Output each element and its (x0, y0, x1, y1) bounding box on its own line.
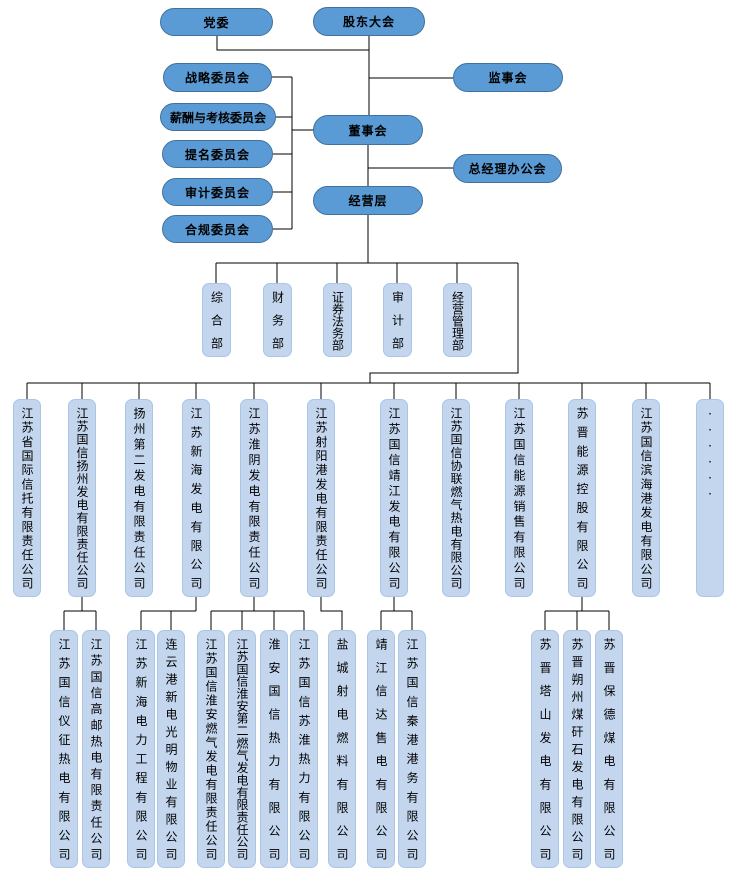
node-party-committee: 党委 (160, 8, 273, 36)
node-label: 江苏国信淮安第二燃气发电有限责任公司 (235, 638, 249, 860)
node-dept-operations-mgmt: 经营管理部 (443, 283, 472, 357)
node-committee-remuneration: 薪酬与考核委员会 (160, 103, 276, 131)
node-sub-subsidiary: 江苏国信高邮热电有限责任公司 (82, 630, 110, 868)
node-subsidiary: 江苏国信靖江发电有限公司 (380, 399, 408, 597)
node-label: 江苏国信滨海港发电有限公司 (639, 407, 653, 589)
node-subsidiary: 江苏国信滨海港发电有限公司 (632, 399, 660, 597)
node-label: 淮安国信热力有限公司 (267, 638, 281, 860)
node-label: 苏晋保德煤电有限公司 (602, 638, 616, 860)
node-label: 江苏省国际信托有限责任公司 (20, 407, 34, 589)
node-committee-strategy: 战略委员会 (163, 63, 272, 92)
node-label: 江苏新海电力工程有限公司 (134, 638, 148, 860)
node-subsidiary: 扬州第二发电有限责任公司 (125, 399, 153, 597)
node-sub-subsidiary: 江苏国信秦港港务有限公司 (398, 630, 426, 868)
node-label: 江苏国信扬州发电有限责任公司 (75, 407, 89, 589)
node-sub-subsidiary: 江苏新海电力工程有限公司 (127, 630, 155, 868)
node-supervisory-board: 监事会 (453, 63, 563, 92)
node-label: 连云港新电光明物业有限公司 (164, 638, 178, 860)
node-label: 盐城射电燃料有限公司 (335, 638, 349, 860)
node-dept-audit: 审计部 (383, 283, 412, 357)
node-shareholders-meeting: 股东大会 (313, 7, 425, 36)
node-management-level: 经营层 (313, 186, 423, 215)
node-label: 财务部 (270, 291, 285, 349)
node-label: 江苏淮阴发电有限责任公司 (247, 407, 261, 589)
node-subsidiary: 江苏国信扬州发电有限责任公司 (68, 399, 96, 597)
node-sub-subsidiary: 苏晋保德煤电有限公司 (595, 630, 623, 868)
node-sub-subsidiary: 盐城射电燃料有限公司 (328, 630, 356, 868)
node-sub-subsidiary: 江苏国信苏淮热力有限公司 (290, 630, 318, 868)
node-committee-nomination: 提名委员会 (162, 140, 273, 168)
node-label: 江苏国信协联燃气热电有限公司 (449, 407, 463, 589)
node-subsidiary: 江苏淮阴发电有限责任公司 (240, 399, 268, 597)
node-sub-subsidiary: 江苏国信淮安燃气发电有限责任公司 (197, 630, 225, 868)
node-label: 江苏国信苏淮热力有限公司 (297, 638, 311, 860)
node-committee-audit: 审计委员会 (162, 178, 273, 206)
node-label: 江苏国信淮安燃气发电有限责任公司 (204, 638, 218, 860)
node-label: 江苏国信靖江发电有限公司 (387, 407, 401, 589)
node-sub-subsidiary: 连云港新电光明物业有限公司 (157, 630, 185, 868)
node-label: 江苏国信仪征热电有限公司 (57, 638, 71, 860)
node-committee-compliance: 合规委员会 (162, 215, 273, 243)
node-dept-securities-legal: 证券法务部 (323, 283, 352, 357)
node-label: ······ (703, 407, 717, 503)
node-subsidiary: 江苏射阳港发电有限责任公司 (307, 399, 335, 597)
node-subsidiary: 苏晋能源控股有限公司 (568, 399, 596, 597)
node-subsidiary: 江苏省国际信托有限责任公司 (13, 399, 41, 597)
node-subsidiary: 江苏新海发电有限公司 (182, 399, 210, 597)
node-label: 江苏射阳港发电有限责任公司 (314, 407, 328, 589)
node-board-of-directors: 董事会 (313, 115, 423, 145)
node-label: 江苏国信高邮热电有限责任公司 (89, 638, 103, 860)
node-sub-subsidiary: 江苏国信仪征热电有限公司 (50, 630, 78, 868)
node-label: 扬州第二发电有限责任公司 (132, 407, 146, 589)
node-sub-subsidiary: 苏晋塔山发电有限公司 (531, 630, 559, 868)
node-gm-office-meeting: 总经理办公会 (453, 154, 562, 183)
node-label: 靖江信达售电有限公司 (374, 638, 388, 860)
node-label: 江苏国信秦港港务有限公司 (405, 638, 419, 860)
node-subsidiary: 江苏国信能源销售有限公司 (505, 399, 533, 597)
node-label: 证券法务部 (330, 291, 345, 351)
node-label: 江苏新海发电有限公司 (189, 407, 203, 589)
node-ellipsis: ······ (696, 399, 724, 597)
node-dept-general: 综合部 (202, 283, 231, 357)
node-label: 江苏国信能源销售有限公司 (512, 407, 526, 589)
node-label: 综合部 (209, 291, 224, 349)
node-label: 苏晋能源控股有限公司 (575, 407, 589, 589)
node-sub-subsidiary: 靖江信达售电有限公司 (367, 630, 395, 868)
node-sub-subsidiary: 苏晋朔州煤矸石发电有限公司 (563, 630, 591, 868)
node-dept-finance: 财务部 (263, 283, 292, 357)
node-sub-subsidiary: 淮安国信热力有限公司 (260, 630, 288, 868)
node-sub-subsidiary: 江苏国信淮安第二燃气发电有限责任公司 (228, 630, 256, 868)
node-label: 苏晋塔山发电有限公司 (538, 638, 552, 860)
node-label: 审计部 (390, 291, 405, 349)
node-label: 苏晋朔州煤矸石发电有限公司 (570, 638, 584, 860)
node-label: 经营管理部 (450, 291, 465, 351)
node-subsidiary: 江苏国信协联燃气热电有限公司 (442, 399, 470, 597)
